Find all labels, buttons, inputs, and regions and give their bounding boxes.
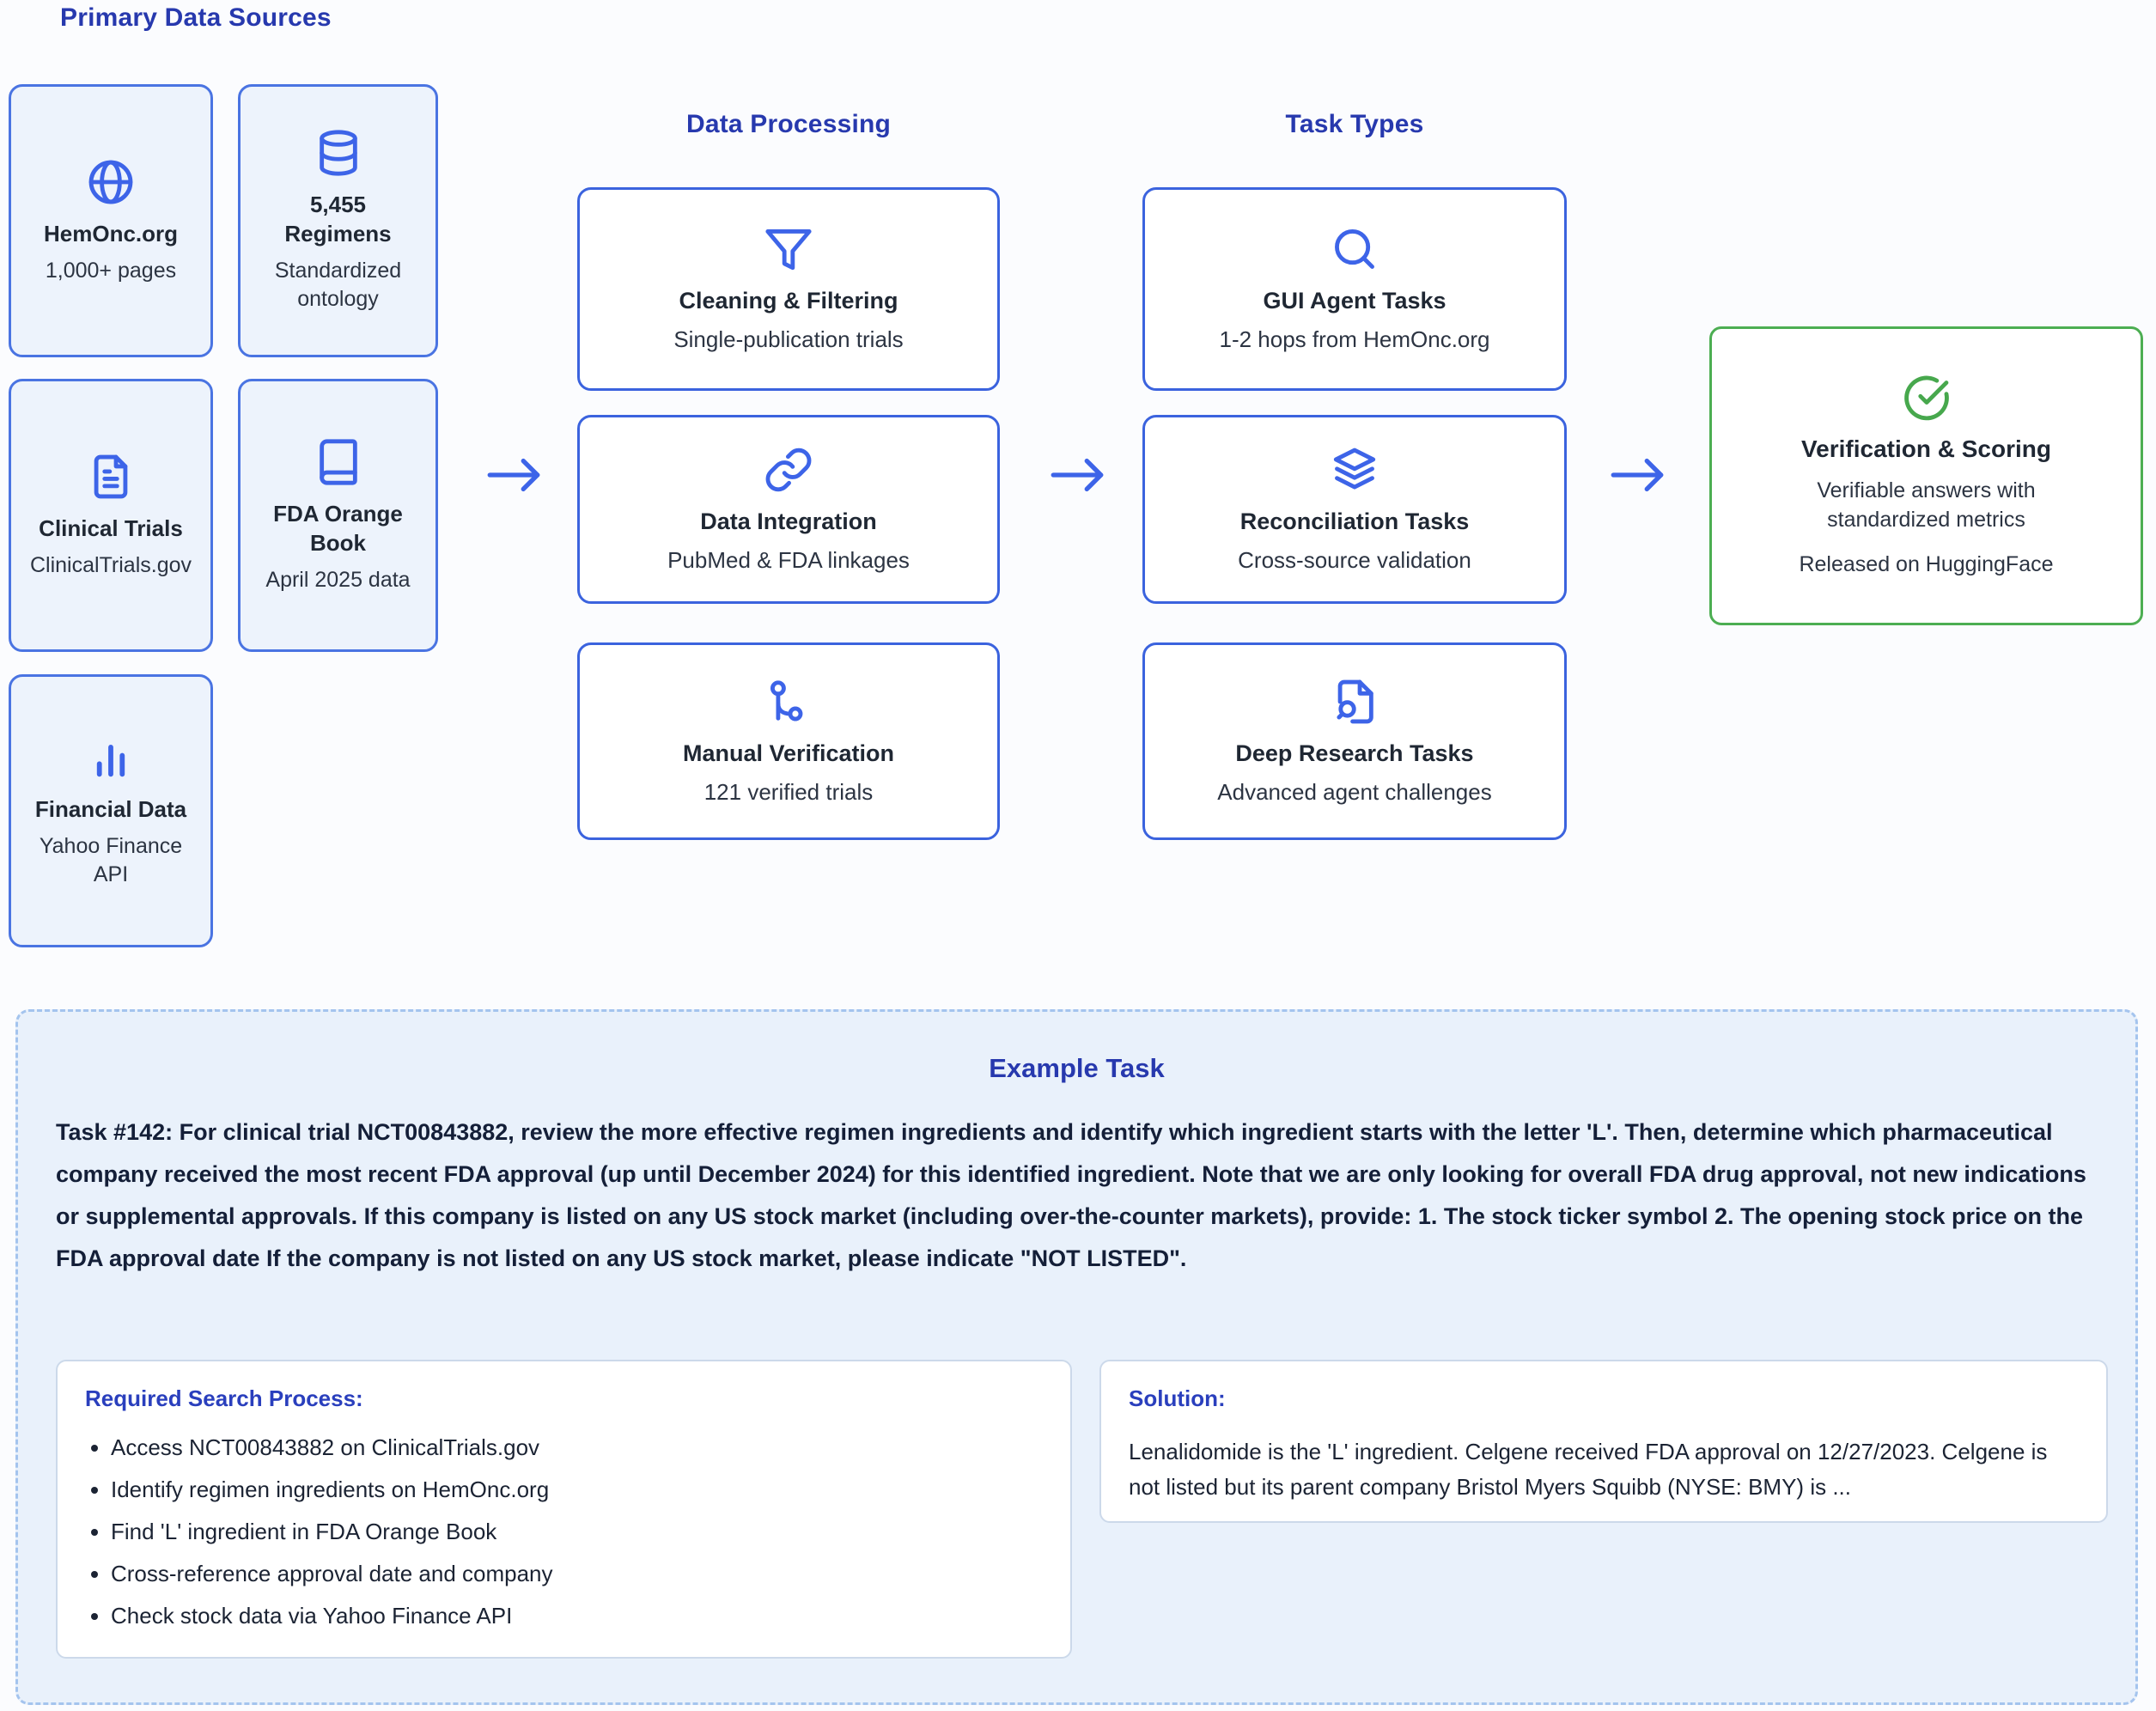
globe-icon xyxy=(86,157,136,207)
verification-scoring-card: Verification & Scoring Verifiable answer… xyxy=(1709,326,2143,625)
data-processing-header: Data Processing xyxy=(685,110,892,138)
task-description: Task #142: For clinical trial NCT0084388… xyxy=(56,1119,2086,1271)
card-subtitle: ClinicalTrials.gov xyxy=(29,552,192,577)
card-subtitle: Single-publication trials xyxy=(673,326,904,352)
primary-data-sources-header: Primary Data Sources xyxy=(60,3,332,32)
file-search-icon xyxy=(1330,677,1379,727)
source-card-financial: Financial Data Yahoo Finance API xyxy=(9,674,213,947)
search-process-list: Access NCT00843882 on ClinicalTrials.gov… xyxy=(85,1434,1043,1629)
link-icon xyxy=(764,445,813,495)
example-task-title: Example Task xyxy=(989,1053,1165,1083)
task-card-deep-research: Deep Research Tasks Advanced agent chall… xyxy=(1142,642,1567,840)
card-title: Verification & Scoring xyxy=(1801,435,2051,462)
bar-chart-icon xyxy=(86,733,136,782)
task-card-gui-agent: GUI Agent Tasks 1-2 hops from HemOnc.org xyxy=(1142,187,1567,391)
required-search-process-box: Required Search Process: Access NCT00843… xyxy=(56,1360,1072,1659)
card-subtitle: 1,000+ pages xyxy=(45,258,177,283)
filter-icon xyxy=(764,224,813,274)
card-title: Cleaning & Filtering xyxy=(679,288,898,314)
route-icon xyxy=(764,677,813,727)
layers-icon xyxy=(1330,445,1379,495)
processing-card-manual-verification: Manual Verification 121 verified trials xyxy=(577,642,1000,840)
card-title: HemOnc.org xyxy=(43,220,179,247)
card-subtitle: 121 verified trials xyxy=(703,778,874,805)
list-item: Find 'L' ingredient in FDA Orange Book xyxy=(111,1519,1043,1545)
card-title: FDA Orange Book xyxy=(273,500,403,556)
card-subtitle: Yahoo Finance API xyxy=(39,834,183,886)
card-subtitle: April 2025 data xyxy=(265,567,411,592)
list-item: Identify regimen ingredients on HemOnc.o… xyxy=(111,1477,1043,1503)
source-card-hemonc: HemOnc.org 1,000+ pages xyxy=(9,84,213,357)
task-card-reconciliation: Reconciliation Tasks Cross-source valida… xyxy=(1142,415,1567,604)
source-card-regimens: 5,455 Regimens Standardized ontology xyxy=(238,84,438,357)
card-title: Reconciliation Tasks xyxy=(1239,508,1470,534)
verification-line1: Verifiable answers with standardized met… xyxy=(1817,478,2036,532)
solution-title: Solution: xyxy=(1129,1385,1226,1411)
verification-line2: Released on HuggingFace xyxy=(1799,552,2054,576)
card-title: 5,455 Regimens xyxy=(284,192,392,247)
card-subtitle: 1-2 hops from HemOnc.org xyxy=(1219,326,1490,352)
processing-card-cleaning: Cleaning & Filtering Single-publication … xyxy=(577,187,1000,391)
card-subtitle: Advanced agent challenges xyxy=(1217,778,1492,805)
arrow-right-icon xyxy=(1605,450,1672,500)
card-title: Data Integration xyxy=(700,508,877,534)
database-icon xyxy=(314,128,363,178)
example-task-section: Example Task Task #142: For clinical tri… xyxy=(15,1009,2138,1705)
file-text-icon xyxy=(86,452,136,502)
card-title: Deep Research Tasks xyxy=(1235,740,1474,766)
source-card-clinical-trials: Clinical Trials ClinicalTrials.gov xyxy=(9,379,213,652)
card-subtitle: PubMed & FDA linkages xyxy=(667,546,910,573)
card-title: Financial Data xyxy=(34,796,187,822)
required-search-process-title: Required Search Process: xyxy=(85,1385,363,1411)
solution-text: Lenalidomide is the 'L' ingredient. Celg… xyxy=(1129,1439,2048,1500)
card-title: Manual Verification xyxy=(682,740,895,766)
card-subtitle: Cross-source validation xyxy=(1238,546,1471,573)
card-title: Clinical Trials xyxy=(39,515,183,541)
list-item: Cross-reference approval date and compan… xyxy=(111,1561,1043,1587)
task-types-header: Task Types xyxy=(1285,110,1424,138)
card-subtitle: Standardized ontology xyxy=(274,259,402,311)
arrow-right-icon xyxy=(1045,450,1111,500)
card-title: GUI Agent Tasks xyxy=(1263,288,1446,314)
arrow-right-icon xyxy=(481,450,548,500)
list-item: Check stock data via Yahoo Finance API xyxy=(111,1603,1043,1629)
book-icon xyxy=(314,437,363,487)
solution-box: Solution: Lenalidomide is the 'L' ingred… xyxy=(1099,1360,2108,1523)
circle-check-icon xyxy=(1902,373,1952,423)
source-card-orange-book: FDA Orange Book April 2025 data xyxy=(238,379,438,652)
search-icon xyxy=(1330,224,1379,274)
list-item: Access NCT00843882 on ClinicalTrials.gov xyxy=(111,1434,1043,1461)
processing-card-integration: Data Integration PubMed & FDA linkages xyxy=(577,415,1000,604)
